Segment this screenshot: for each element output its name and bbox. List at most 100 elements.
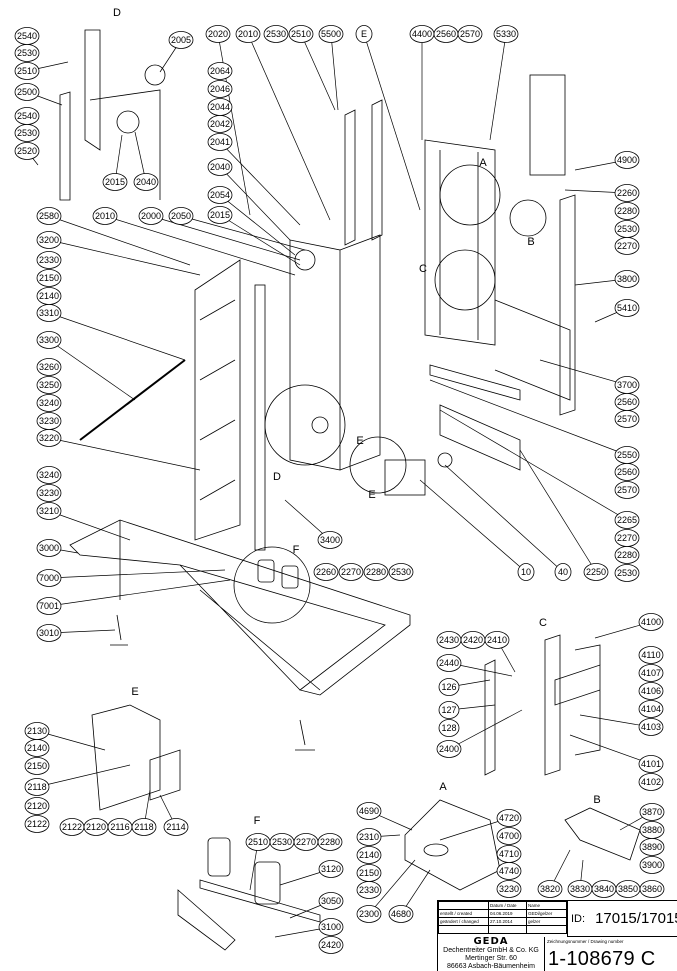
callout-bubble: 3880 [639,821,665,839]
carriage [289,234,381,471]
leader-line [48,579,231,607]
callout-bubble: 2140 [36,287,62,305]
callout-bubble: 2270 [293,833,319,851]
part-number: 3820 [540,884,560,894]
callout-bubble: 3240 [36,466,62,484]
callout-outline [554,563,572,581]
callout-bubble: 2015 [207,206,233,224]
part-number: 2270 [617,533,637,543]
part-number: 2005 [171,35,191,45]
callout-bubble: 5410 [614,299,640,317]
callout-outline [356,828,382,846]
part-number: 2420 [321,940,341,950]
part-number: 3400 [320,535,340,545]
callout-outline [318,860,344,878]
callout-bubble: 2260 [313,563,339,581]
part-number: 2140 [27,743,47,753]
leader-line [48,437,201,471]
callout-outline [207,80,233,98]
callout-bubble: 4107 [638,664,664,682]
callout-bubble: 2570 [614,410,640,428]
callout-outline [163,818,189,836]
knob [437,452,453,468]
part-number: 4720 [499,813,519,823]
callout-outline [207,158,233,176]
col-name: Name [526,901,567,910]
part-number: 3880 [642,825,662,835]
callout-bubble: 2020 [205,25,231,43]
part-number: 2020 [208,29,228,39]
callout-outline [24,797,50,815]
callout-outline [288,25,314,43]
part-number: 2420 [463,635,483,645]
mast-section [194,259,241,541]
part-number: 2530 [17,48,37,58]
callout-bubble: 2260 [614,184,640,202]
callout-bubble: 2015 [102,173,128,191]
detail-letter: B [593,794,600,806]
created-name: GEDi/gelzer [526,909,567,918]
leader-line [419,479,527,573]
col-date: Datum / Date [488,901,527,910]
callout-outline [133,173,159,191]
callout-bubble: 4110 [638,646,664,664]
callout-outline [614,463,640,481]
base-frame-rails [119,520,321,691]
callout-bubble: 2280 [317,833,343,851]
callout-bubble: 3820 [537,880,563,898]
part-number: 3120 [321,864,341,874]
callout-bubble: 2280 [363,563,389,581]
callout-outline [138,207,164,225]
callout-bubble: 2310 [356,828,382,846]
callout-outline [14,44,40,62]
leader-line [219,214,301,266]
machine-parts [59,29,641,951]
callout-outline [317,531,343,549]
roller [116,110,140,134]
callout-outline [638,718,664,736]
callout-outline [517,563,535,581]
callout-bubble: 126 [438,678,460,696]
callout-bubble: 3900 [639,856,665,874]
leader-line [448,709,523,750]
part-number: 5500 [321,29,341,39]
callout-bubble: 2150 [36,269,62,287]
part-number: 3870 [642,807,662,817]
callout-outline [496,880,522,898]
callout-bubble: 7001 [36,597,62,615]
part-number: 2430 [439,635,459,645]
roller [294,249,316,271]
part-number: 3310 [39,308,59,318]
leader-line [444,464,564,573]
id-field: ID: 17015/17015 [567,901,677,937]
part-number: 2122 [62,822,82,832]
part-number: 2510 [17,66,37,76]
part-number: 3100 [321,922,341,932]
detail-letter: C [419,263,427,275]
callout-bubble: 2010 [235,25,261,43]
gate-posts [439,150,479,340]
callout-outline [614,546,640,564]
callout-outline [317,833,343,851]
detail-letter: E [356,435,363,447]
callout-outline [131,818,157,836]
callout-bubble: 2560 [433,25,459,43]
part-number: 2580 [39,211,59,221]
part-number: 2530 [391,567,411,577]
callout-bubble: 2570 [614,481,640,499]
part-number: 10 [521,567,531,577]
part-number: 2540 [17,31,37,41]
callout-outline [496,827,522,845]
leader-line [48,569,226,579]
callout-bubble: 3100 [318,918,344,936]
callout-outline [614,410,640,428]
part-number: 2120 [27,801,47,811]
drawing-number-caption: Zeichnungsnummer / Drawing number [547,939,624,944]
callout-outline [36,269,62,287]
part-number: 2540 [17,111,37,121]
part-number: 3240 [39,470,59,480]
part-number: 2040 [210,162,230,172]
callout-bubble: 2530 [263,25,289,43]
callout-outline [496,862,522,880]
part-number: 2410 [487,635,507,645]
